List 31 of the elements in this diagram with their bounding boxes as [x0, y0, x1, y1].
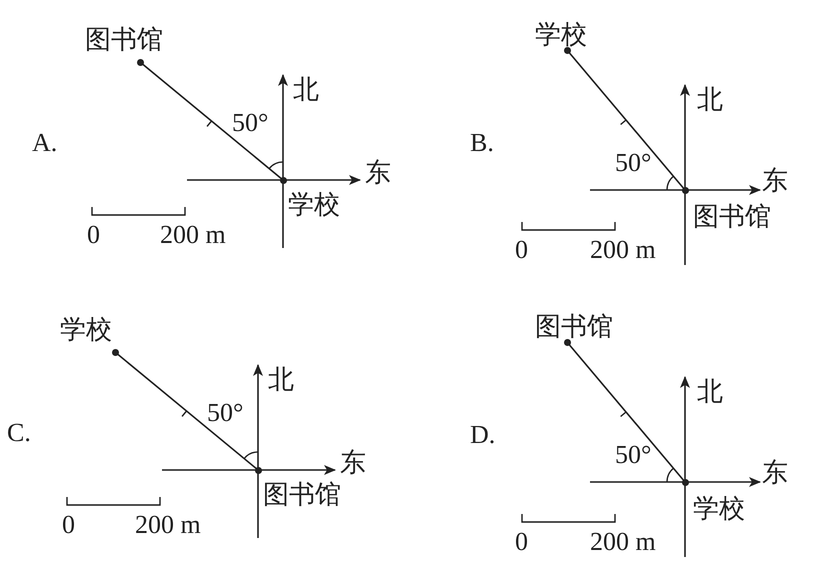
angle-label: 50°: [615, 148, 652, 178]
scale-label: 200 m: [160, 220, 226, 250]
direction-label: 北: [293, 75, 319, 105]
map-point: 图书馆: [254, 466, 341, 510]
direction-label: 北: [697, 85, 723, 115]
scale-label: 0: [515, 527, 528, 557]
direction-label: 北: [268, 365, 294, 395]
map-point: 学校: [279, 176, 340, 220]
panel-letter: D.: [470, 420, 496, 450]
angle-label: 50°: [615, 440, 652, 470]
scale-label: 0: [515, 235, 528, 265]
direction-label: 东: [762, 166, 788, 196]
map-point: 图书馆: [85, 25, 163, 66]
panel-letter: A.: [32, 128, 58, 158]
map-point: 学校: [60, 315, 119, 356]
map-point: 学校: [535, 20, 587, 54]
angle-label: 50°: [232, 108, 268, 138]
direction-label: 北: [697, 377, 723, 407]
angle-label: 50°: [207, 398, 244, 428]
scale-label: 200 m: [135, 510, 201, 540]
panel-letter: B.: [470, 128, 494, 158]
map-point: 图书馆: [535, 312, 613, 346]
map-point: 学校: [681, 478, 745, 524]
direction-label: 东: [762, 458, 788, 488]
scale-label: 200 m: [590, 235, 656, 265]
panel-letter: C.: [7, 418, 31, 448]
scale-label: 0: [87, 220, 100, 250]
scale-label: 200 m: [590, 527, 656, 557]
direction-label: 东: [365, 158, 391, 188]
scale-label: 0: [62, 510, 75, 540]
direction-label: 东: [340, 448, 366, 478]
